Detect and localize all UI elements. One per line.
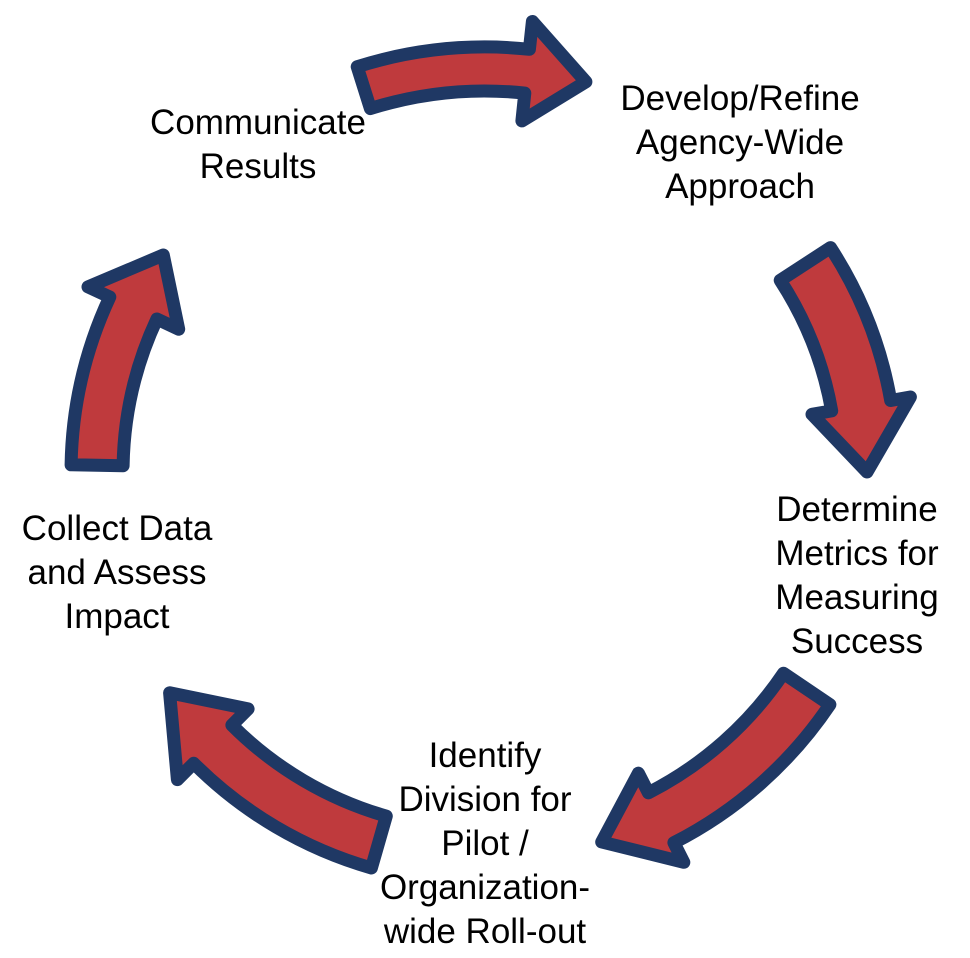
arrow-collect-to-communicate-icon: [64, 248, 186, 473]
arrow-identify-to-collect-icon: [163, 686, 393, 875]
node-label-collect-data: Collect Data and Assess Impact: [21, 509, 213, 636]
node-label-identify-division: Identify Division for Pilot / Organizati…: [379, 736, 591, 951]
node-label-develop-refine: Develop/Refine Agency-Wide Approach: [620, 79, 860, 206]
node-label-determine-metrics: Determine Metrics for Measuring Success: [775, 490, 939, 661]
node-label-communicate-results: Communicate Results: [150, 103, 366, 186]
arrow-determine-to-identify-icon: [595, 666, 837, 869]
arrow-communicate-to-develop-icon: [350, 15, 593, 128]
arrow-develop-to-determine-icon: [773, 241, 917, 479]
